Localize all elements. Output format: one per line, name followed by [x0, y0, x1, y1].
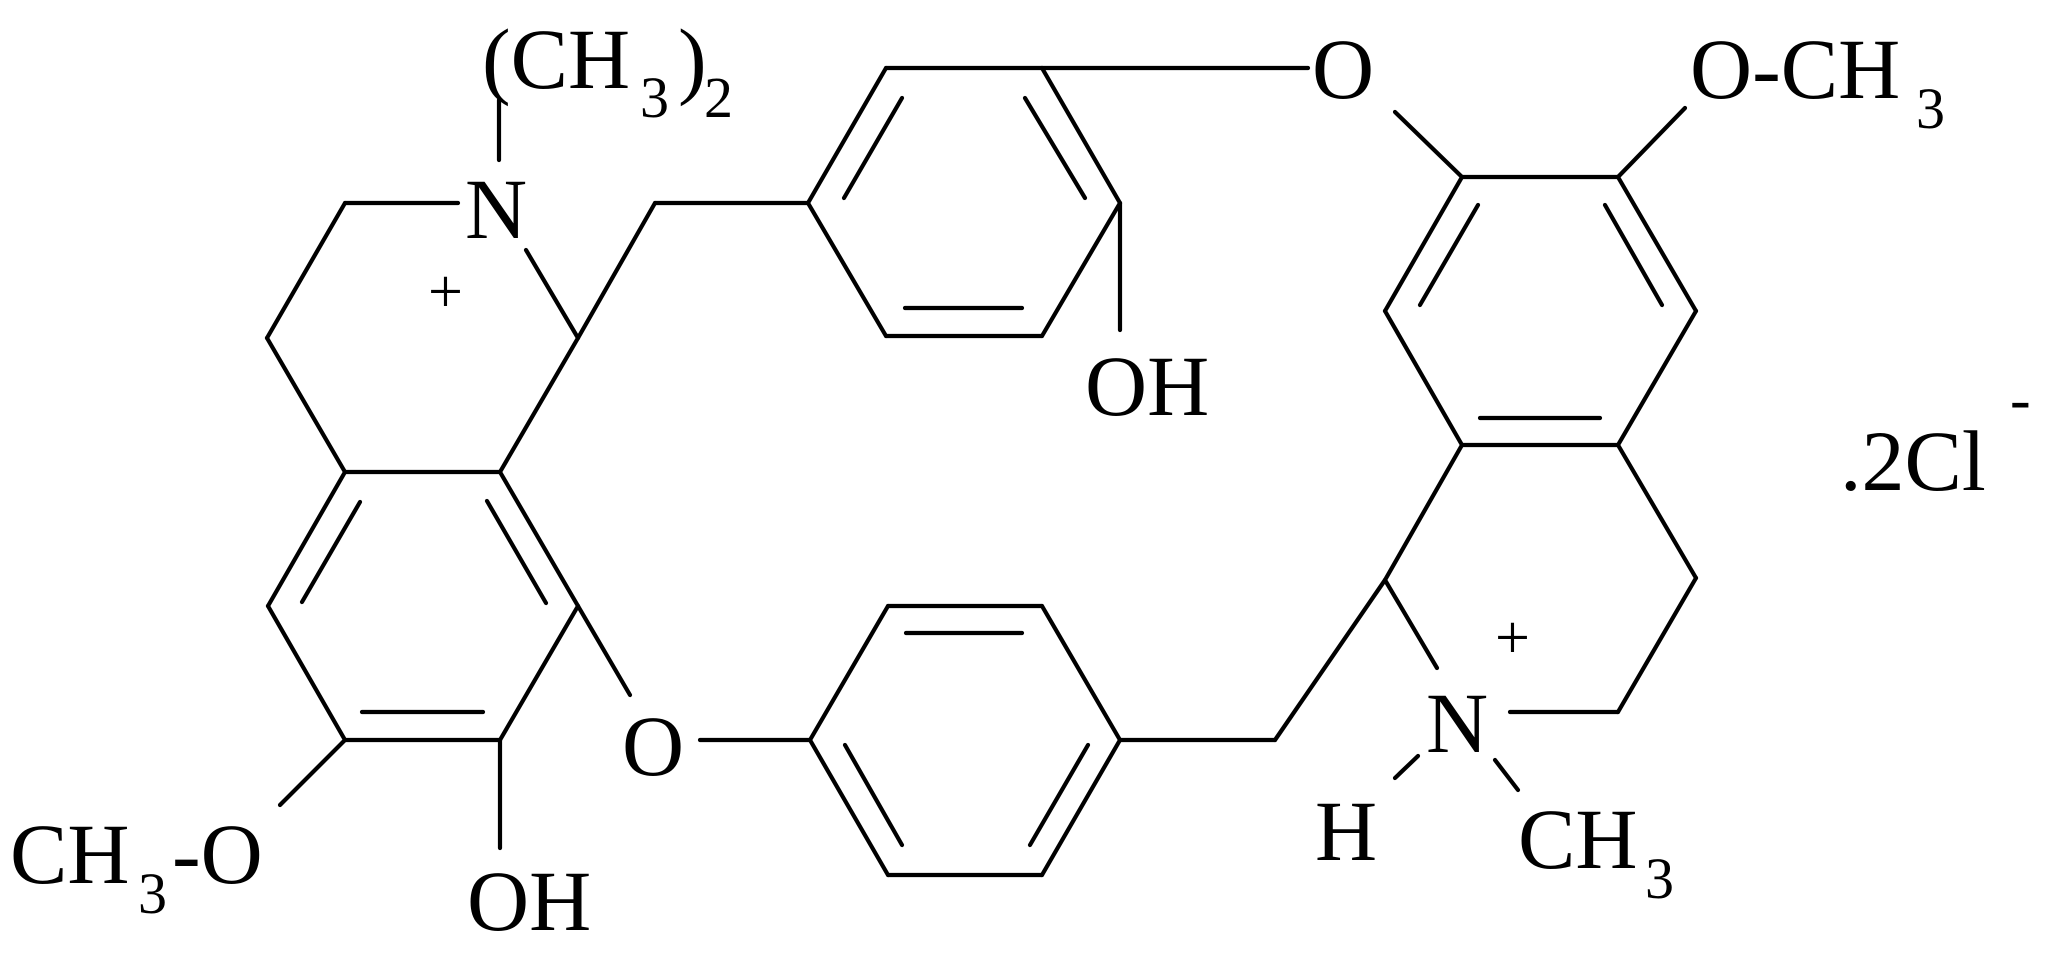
methoxy-left-label: CH	[10, 806, 129, 902]
bond-line	[805, 65, 889, 206]
bond-line	[1027, 742, 1091, 848]
bond-line	[484, 498, 549, 606]
n-top-dimethyl-sub3: 3	[640, 65, 669, 130]
oxygen-bridge-bottom-label: O	[622, 698, 684, 794]
bond-line	[497, 469, 581, 609]
bond-line	[264, 335, 348, 475]
methoxy-left-sub: 3	[138, 861, 167, 926]
bond-line	[841, 95, 905, 201]
bond-line	[1382, 174, 1465, 314]
hydroxyl-left-ring-label: OH	[467, 853, 591, 949]
bond-line	[523, 247, 581, 341]
hydroxyl-top-ring-label: OH	[1085, 338, 1209, 434]
nitrogen-top-charge: +	[428, 258, 463, 326]
n-top-dimethyl-close: )	[678, 11, 707, 107]
bond-line	[1392, 109, 1465, 180]
bond-line	[265, 469, 348, 609]
bond-line	[1022, 95, 1088, 201]
bond-lines	[264, 65, 1699, 878]
bond-line	[1615, 442, 1699, 581]
bond-line	[1615, 174, 1699, 314]
bond-line	[1492, 757, 1521, 793]
bond-line	[1615, 308, 1699, 448]
bond-line	[807, 603, 891, 743]
bond-line	[497, 335, 581, 475]
bond-line	[299, 499, 363, 605]
counterion-label: .2Cl	[1840, 413, 1986, 509]
bond-line	[575, 200, 658, 341]
bond-line	[807, 737, 891, 878]
nitrogen-top-label: N	[465, 161, 527, 257]
bond-line	[805, 200, 889, 339]
bond-line	[1602, 202, 1665, 308]
methoxy-left-tail: -O	[172, 806, 263, 902]
bond-line	[1039, 200, 1123, 339]
counterion-superscript: -	[2010, 366, 2031, 434]
bond-line	[1382, 442, 1465, 583]
bond-line	[1417, 202, 1481, 308]
bond-line	[575, 603, 633, 698]
bond-line	[265, 603, 348, 743]
bond-line	[1039, 603, 1123, 743]
bond-line	[1392, 753, 1421, 781]
nitrogen-bottom-charge: +	[1495, 604, 1530, 672]
n-top-dimethyl-sub2: 2	[704, 65, 733, 130]
nitrogen-bottom-label: N	[1426, 675, 1488, 771]
bond-line	[497, 603, 581, 743]
bond-line	[277, 737, 348, 808]
bond-line	[1615, 105, 1688, 180]
methoxy-right-sub: 3	[1916, 76, 1945, 141]
nitrogen-bottom-h-label: H	[1315, 783, 1377, 879]
bond-line	[1615, 575, 1699, 715]
bond-line	[1039, 65, 1123, 206]
bond-line	[1382, 308, 1465, 448]
nitrogen-bottom-methyl-sub: 3	[1645, 846, 1674, 911]
bond-line	[1382, 577, 1440, 671]
bond-line	[1039, 737, 1123, 878]
bond-line	[842, 742, 905, 848]
n-top-dimethyl-open: (CH	[482, 11, 630, 107]
bond-line	[1272, 577, 1388, 743]
methoxy-right-label: O-CH	[1690, 21, 1900, 117]
bond-line	[264, 200, 348, 341]
nitrogen-bottom-methyl-label: CH	[1518, 791, 1637, 887]
oxygen-bridge-top-label: O	[1312, 21, 1374, 117]
